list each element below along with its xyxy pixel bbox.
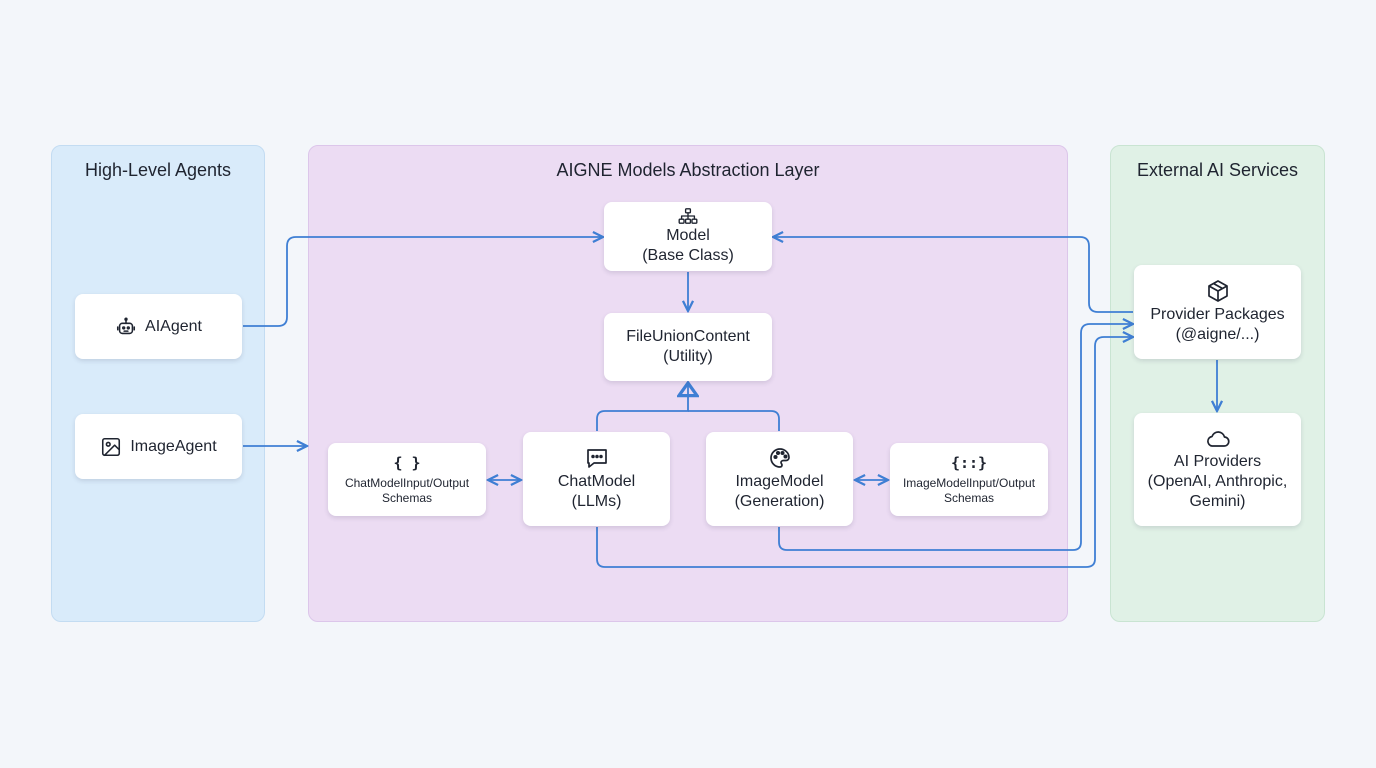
external-ai-services-group: External AI Services [1110, 145, 1325, 622]
model-title: Model [666, 226, 710, 244]
imageschema-subtitle: Schemas [943, 491, 995, 505]
aiproviders-title: AI Providers [1173, 452, 1262, 470]
chatmodel-subtitle: (LLMs) [571, 493, 622, 510]
provider-title: Provider Packages [1150, 306, 1285, 323]
image-icon [100, 436, 122, 458]
model-subtitle: (Base Class) [642, 246, 734, 264]
ai-providers-node[interactable]: AI Providers (OpenAI, Anthropic, Gemini) [1134, 413, 1301, 526]
model-base-class-node[interactable]: Model (Base Class) [604, 202, 772, 271]
chatmodel-title: ChatModel [557, 473, 636, 490]
aiagent-node[interactable]: AIAgent [75, 294, 242, 359]
cloud-icon [1205, 428, 1231, 450]
group-title-agents: High-Level Agents [84, 160, 232, 180]
chatmodel-node[interactable]: ChatModel (LLMs) [523, 432, 670, 526]
imagemodel-schemas-node[interactable]: {::} ImageModelInput/Output Schemas [890, 443, 1048, 516]
fileunioncontent-node[interactable]: FileUnionContent (Utility) [604, 313, 772, 381]
imagemodel-title: ImageModel [735, 473, 824, 490]
palette-icon [768, 446, 792, 470]
imagemodel-node[interactable]: ImageModel (Generation) [706, 432, 853, 526]
high-level-agents-group: High-Level Agents [51, 145, 265, 622]
imageagent-label: ImageAgent [130, 437, 217, 455]
provider-packages-node[interactable]: Provider Packages (@aigne/...) [1134, 265, 1301, 359]
imageagent-node[interactable]: ImageAgent [75, 414, 242, 479]
chatmodel-schemas-node[interactable]: { } ChatModelInput/Output Schemas [328, 443, 486, 516]
package-icon [1206, 279, 1230, 303]
chat-bubble-icon [585, 446, 609, 470]
fileunion-title: FileUnionContent [626, 328, 750, 345]
aiproviders-line3: Gemini) [1189, 492, 1246, 510]
aiagent-label: AIAgent [145, 317, 202, 335]
chatschema-subtitle: Schemas [381, 491, 433, 505]
braces-icon: { } [393, 454, 421, 472]
group-title-models: AIGNE Models Abstraction Layer [556, 160, 820, 180]
hierarchy-icon [678, 207, 698, 224]
chatschema-title: ChatModelInput/Output [344, 476, 470, 490]
aiproviders-line2: (OpenAI, Anthropic, [1147, 472, 1288, 490]
provider-subtitle: (@aigne/...) [1175, 326, 1260, 343]
braces-icon: {::} [950, 454, 988, 472]
imageschema-title: ImageModelInput/Output [902, 476, 1036, 490]
fileunion-subtitle: (Utility) [663, 348, 713, 365]
group-title-external: External AI Services [1136, 160, 1299, 180]
robot-icon [115, 316, 137, 338]
imagemodel-subtitle: (Generation) [734, 493, 825, 510]
